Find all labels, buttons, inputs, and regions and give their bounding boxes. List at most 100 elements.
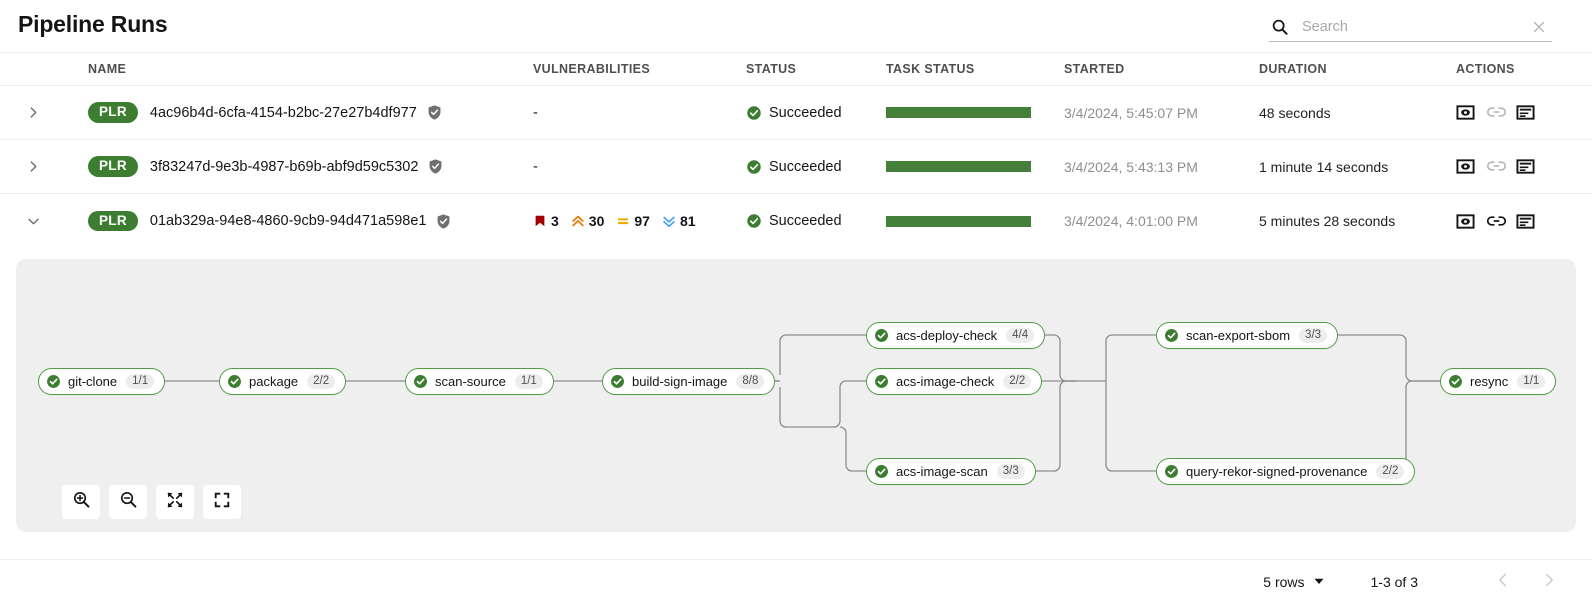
graph-node-count: 8/8 xyxy=(736,373,765,390)
graph-node-acs-image-check[interactable]: acs-image-check 2/2 xyxy=(866,368,1043,395)
duration-cell: 1 minute 14 seconds xyxy=(1259,158,1389,175)
graph-node-scan-export-sbom[interactable]: scan-export-sbom 3/3 xyxy=(1156,322,1339,349)
column-header-actions: ACTIONS xyxy=(1456,62,1515,76)
column-header-status: STATUS xyxy=(746,62,797,76)
graph-node-label: build-sign-image xyxy=(632,374,728,389)
view-output-icon[interactable] xyxy=(1456,103,1475,122)
zoom-out-button[interactable] xyxy=(109,485,147,519)
run-name-cell: PLR 4ac96b4d-6cfa-4154-b2bc-27e27b4df977 xyxy=(88,102,533,123)
graph-node-git-clone[interactable]: git-clone 1/1 xyxy=(38,368,166,395)
duration-cell: 5 minutes 28 seconds xyxy=(1259,213,1396,229)
check-circle-icon xyxy=(875,375,888,388)
graph-node-acs-image-scan[interactable]: acs-image-scan 3/3 xyxy=(866,458,1036,485)
column-header-vulnerabilities: VULNERABILITIES xyxy=(533,62,651,76)
status-cell: Succeeded xyxy=(746,159,886,175)
run-name-cell: PLR 01ab329a-94e8-4860-9cb9-94d471a598e1 xyxy=(88,210,533,232)
expand-arrows-icon xyxy=(166,491,184,514)
search-input[interactable] xyxy=(1302,18,1528,35)
shield-check-icon xyxy=(435,213,452,230)
link-icon[interactable] xyxy=(1486,157,1507,176)
run-name-link[interactable]: 4ac96b4d-6cfa-4154-b2bc-27e27b4df977 xyxy=(149,104,417,121)
logs-icon[interactable] xyxy=(1516,103,1535,122)
pipeline-runs-table: NAME VULNERABILITIES STATUS TASK STATUS … xyxy=(0,52,1592,248)
expand-button[interactable] xyxy=(156,485,194,519)
graph-node-query-rekor-signed-provenance[interactable]: query-rekor-signed-provenance 2/2 xyxy=(1156,458,1416,485)
zoom-in-icon xyxy=(72,490,91,514)
pipeline-graph-panel[interactable]: git-clone 1/1 package 2/2 scan-source 1/… xyxy=(16,259,1576,532)
chevron-down-icon[interactable] xyxy=(20,208,46,234)
chevron-right-icon[interactable] xyxy=(20,154,46,180)
chevron-right-icon[interactable] xyxy=(20,100,46,126)
page-title: Pipeline Runs xyxy=(18,11,168,37)
status-cell: Succeeded xyxy=(746,213,886,229)
graph-node-label: scan-source xyxy=(435,374,506,389)
check-circle-icon xyxy=(414,375,427,388)
graph-node-count: 1/1 xyxy=(514,373,543,390)
severity-low-icon xyxy=(663,216,675,228)
row-toggle-cell xyxy=(0,154,88,180)
graph-node-acs-deploy-check[interactable]: acs-deploy-check 4/4 xyxy=(866,322,1046,349)
graph-node-package[interactable]: package 2/2 xyxy=(219,368,347,395)
shield-check-icon xyxy=(426,104,443,121)
search-bar[interactable] xyxy=(1269,12,1552,42)
status-label: Succeeded xyxy=(769,158,842,175)
previous-page-button[interactable] xyxy=(1490,569,1516,595)
actions-cell xyxy=(1456,157,1592,176)
task-status-cell xyxy=(886,215,1064,227)
link-icon[interactable] xyxy=(1486,212,1507,231)
check-circle-icon xyxy=(47,375,60,388)
vulnerabilities-cell: - xyxy=(533,159,746,175)
graph-node-label: resync xyxy=(1470,374,1509,389)
next-page-button[interactable] xyxy=(1536,569,1562,595)
status-label: Succeeded xyxy=(769,213,842,229)
check-circle-icon xyxy=(1165,329,1178,342)
graph-node-label: query-rekor-signed-provenance xyxy=(1186,464,1368,479)
graph-node-label: acs-deploy-check xyxy=(896,328,998,343)
vulnerability-medium-count: 97 xyxy=(634,213,650,229)
severity-medium-icon xyxy=(618,218,629,225)
check-circle-icon xyxy=(1449,375,1462,388)
severity-high-icon xyxy=(572,215,584,227)
graph-node-label: package xyxy=(249,374,299,389)
pagination-footer: 5 rows 1-3 of 3 xyxy=(0,559,1592,604)
logs-icon[interactable] xyxy=(1516,157,1535,176)
vulnerability-low-count: 81 xyxy=(679,213,696,229)
run-name-link[interactable]: 01ab329a-94e8-4860-9cb9-94d471a598e1 xyxy=(149,213,427,229)
check-circle-icon xyxy=(1165,465,1178,478)
graph-node-count: 2/2 xyxy=(1003,373,1032,390)
page-header: Pipeline Runs xyxy=(0,0,1592,52)
graph-node-count: 2/2 xyxy=(307,373,336,390)
row-toggle-cell xyxy=(0,100,88,126)
rows-per-page-select[interactable]: 5 rows xyxy=(1263,574,1324,590)
graph-node-resync[interactable]: resync 1/1 xyxy=(1440,368,1557,395)
column-header-name: NAME xyxy=(88,62,127,76)
graph-node-scan-source[interactable]: scan-source 1/1 xyxy=(405,368,554,395)
run-name-link[interactable]: 3f83247d-9e3b-4987-b69b-abf9d59c5302 xyxy=(149,158,419,175)
view-output-icon[interactable] xyxy=(1456,212,1475,231)
vulnerabilities-cell: - xyxy=(533,105,746,121)
rows-per-page-label: 5 rows xyxy=(1263,574,1305,590)
table-row[interactable]: PLR 3f83247d-9e3b-4987-b69b-abf9d59c5302… xyxy=(0,140,1592,194)
graph-zoom-controls xyxy=(62,485,241,519)
graph-node-label: git-clone xyxy=(68,374,118,389)
graph-node-count: 1/1 xyxy=(1517,373,1546,390)
graph-node-label: acs-image-check xyxy=(896,374,995,389)
column-header-started: STARTED xyxy=(1064,62,1125,76)
chevron-left-icon xyxy=(1495,572,1511,593)
link-icon[interactable] xyxy=(1486,103,1507,122)
fit-screen-button[interactable] xyxy=(203,485,241,519)
vulnerability-high-count: 30 xyxy=(588,213,605,229)
row-toggle-cell xyxy=(0,208,88,234)
graph-node-count: 3/3 xyxy=(996,463,1025,480)
close-icon[interactable] xyxy=(1528,16,1550,38)
task-status-cell xyxy=(886,107,1064,118)
graph-node-build-sign-image[interactable]: build-sign-image 8/8 xyxy=(602,368,776,395)
graph-node-count: 1/1 xyxy=(126,373,155,390)
search-icon xyxy=(1271,18,1289,36)
table-row[interactable]: PLR 4ac96b4d-6cfa-4154-b2bc-27e27b4df977… xyxy=(0,86,1592,140)
zoom-in-button[interactable] xyxy=(62,485,100,519)
logs-icon[interactable] xyxy=(1516,212,1535,231)
table-row[interactable]: PLR 01ab329a-94e8-4860-9cb9-94d471a598e1… xyxy=(0,194,1592,248)
view-output-icon[interactable] xyxy=(1456,157,1475,176)
shield-check-icon xyxy=(427,158,444,175)
